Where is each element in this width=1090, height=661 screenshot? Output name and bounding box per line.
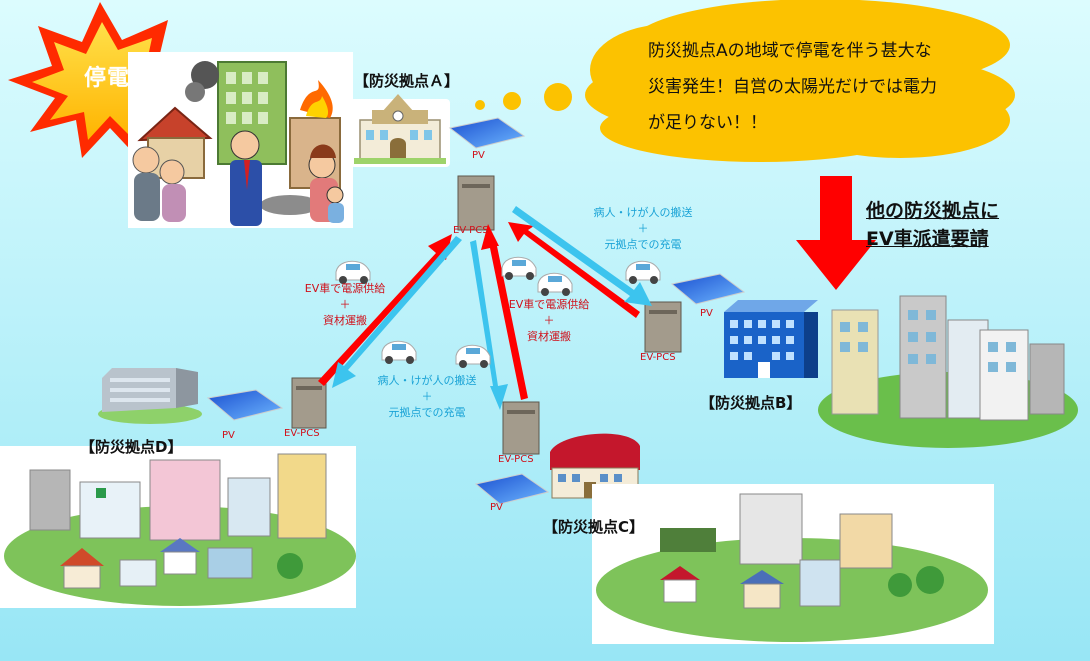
- ev-car-3: [537, 272, 573, 296]
- supply-label-left-line2: 資材運搬: [323, 314, 367, 327]
- ev-pcs-cabinet-a: [457, 175, 495, 231]
- base-d-building: [98, 368, 202, 424]
- base-c-label: 【防災拠点C】: [543, 518, 645, 536]
- supply-label-left-plus: ＋: [339, 298, 351, 311]
- town-d: [0, 446, 356, 608]
- transport-label-top-plus: ＋: [637, 222, 649, 235]
- request-arrow: [796, 176, 876, 290]
- transport-label-bottom-line1: 病人・けが人の搬送: [377, 374, 477, 387]
- supply-label-center-line1: EV車で電源供給: [508, 298, 590, 311]
- pv-label-d: PV: [222, 430, 235, 441]
- bubble-line-1: 防災拠点Aの地域で停電を伴う甚大な: [648, 41, 932, 61]
- transport-label-bottom-plus: ＋: [421, 390, 433, 403]
- supply-label-center: EV車で電源供給 ＋ 資材運搬: [504, 296, 594, 344]
- pv-label-c: PV: [490, 502, 503, 513]
- ev-car-4: [625, 260, 661, 284]
- transport-label-bottom-line2: 元拠点での充電: [388, 406, 466, 419]
- transport-label-top: 病人・けが人の搬送 ＋ 元拠点での充電: [588, 204, 698, 252]
- town-c: [592, 484, 994, 644]
- transport-label-bottom: 病人・けが人の搬送 ＋ 元拠点での充電: [372, 372, 482, 420]
- transport-label-top-line1: 病人・けが人の搬送: [593, 206, 693, 219]
- base-d-label: 【防災拠点D】: [80, 438, 183, 456]
- ev-pcs-label-b: EV-PCS: [640, 352, 676, 363]
- pv-label-b: PV: [700, 308, 713, 319]
- outage-label: 停電: [84, 66, 131, 91]
- supply-label-center-plus: ＋: [543, 314, 555, 327]
- solar-panel-a: [448, 117, 526, 149]
- ev-car-1: [335, 260, 371, 284]
- base-a-building: [350, 94, 450, 167]
- solar-panel-d: [206, 389, 284, 421]
- ev-pcs-label-a: EV-PCS: [453, 225, 489, 236]
- ev-car-2: [501, 256, 537, 280]
- solar-panel-b: [670, 273, 746, 305]
- ev-pcs-cabinet-d: [291, 377, 327, 429]
- supply-label-left-line1: EV車で電源供給: [304, 282, 386, 295]
- base-b-label: 【防災拠点B】: [700, 394, 802, 412]
- base-a-label: 【防災拠点Ａ】: [354, 72, 460, 90]
- pv-label-a: PV: [472, 150, 485, 161]
- transport-label-top-line2: 元拠点での充電: [604, 238, 682, 251]
- thought-bubble: [475, 0, 1015, 162]
- bubble-line-3: が足りない！！: [648, 113, 767, 133]
- supply-label-left: EV車で電源供給 ＋ 資材運搬: [300, 280, 390, 328]
- supply-label-center-line2: 資材運搬: [527, 330, 571, 343]
- request-line-1: 他の防災拠点に: [866, 200, 1000, 222]
- ev-pcs-label-c: EV-PCS: [498, 454, 534, 465]
- disaster-scene: [128, 52, 353, 228]
- transport-arrows: [332, 206, 652, 410]
- bubble-line-2: 災害発生！自営の太陽光だけでは電力: [648, 77, 937, 97]
- ev-pcs-cabinet-b: [644, 301, 682, 353]
- base-b-building: [724, 300, 818, 378]
- solar-panel-c: [474, 473, 550, 505]
- ev-pcs-label-d: EV-PCS: [284, 428, 320, 439]
- supply-arrows: [318, 222, 640, 400]
- request-line-2: EV車派遣要請: [866, 228, 989, 250]
- ev-pcs-cabinet-c: [502, 401, 540, 455]
- ev-car-5: [381, 340, 417, 364]
- ev-car-6: [455, 344, 491, 368]
- city-b: [818, 295, 1078, 448]
